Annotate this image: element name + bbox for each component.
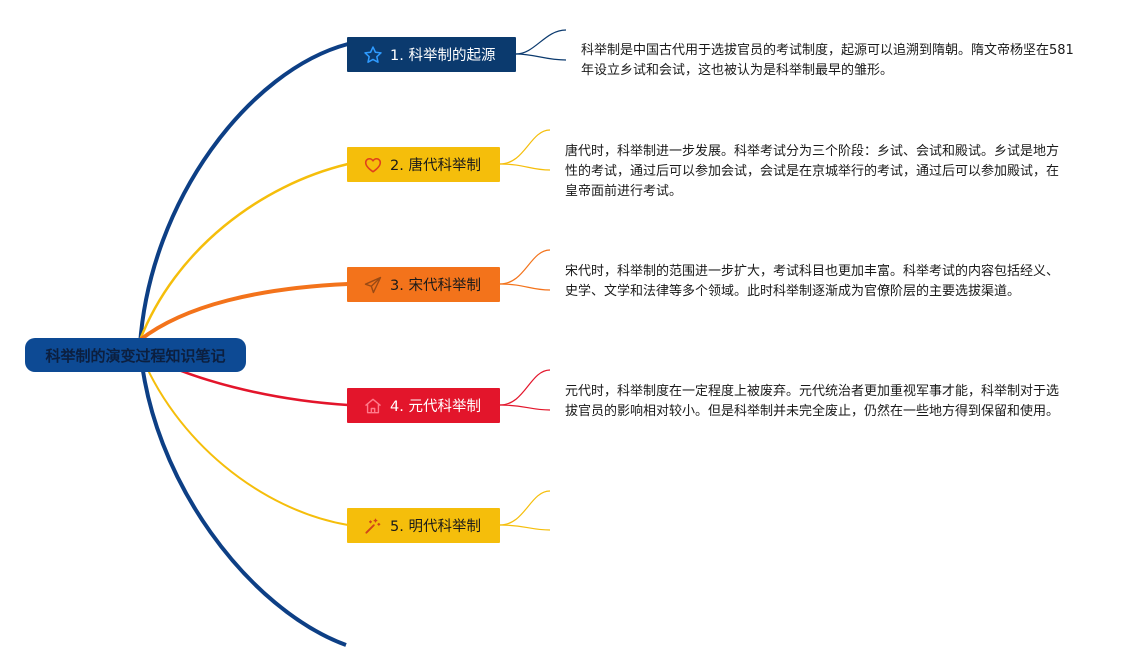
note-branch-3[interactable]: 宋代时，科举制的范围进一步扩大，考试科目也更加丰富。科举考试的内容包括经义、史学… bbox=[565, 264, 1060, 299]
paper-plane-icon bbox=[363, 275, 383, 295]
branch-topic-2[interactable]: 2. 唐代科举制 bbox=[347, 147, 500, 182]
branch-topic-1-label: 1. 科举制的起源 bbox=[390, 48, 496, 64]
connector-branch-2 bbox=[138, 162, 349, 341]
note-branch-1[interactable]: 科举制是中国古代用于选拔官员的考试制度，起源可以追溯到隋朝。隋文帝杨坚在581年… bbox=[581, 43, 1074, 78]
branch-topic-2-label: 2. 唐代科举制 bbox=[390, 158, 481, 174]
branch-topic-5-label: 5. 明代科举制 bbox=[390, 519, 481, 535]
note-bracket-5 bbox=[499, 490, 551, 531]
branch-topic-4[interactable]: 4. 元代科举制 bbox=[347, 388, 500, 423]
root-topic[interactable]: 科举制的演变过程知识笔记 bbox=[25, 338, 246, 372]
note-bracket-2 bbox=[499, 129, 551, 171]
branch-topic-3[interactable]: 3. 宋代科举制 bbox=[347, 267, 500, 302]
branch-topic-4-label: 4. 元代科举制 bbox=[390, 399, 481, 415]
connector-branch-3 bbox=[138, 282, 349, 342]
branch-topic-3-label: 3. 宋代科举制 bbox=[390, 278, 481, 294]
root-topic-label: 科举制的演变过程知识笔记 bbox=[45, 346, 226, 365]
star-icon bbox=[363, 45, 383, 65]
note-branch-4[interactable]: 元代时，科举制度在一定程度上被废弃。元代统治者更加重视军事才能，科举制对于选拔官… bbox=[565, 384, 1060, 419]
magic-wand-icon bbox=[363, 516, 383, 536]
branch-topic-5[interactable]: 5. 明代科举制 bbox=[347, 508, 500, 543]
note-bracket-3 bbox=[499, 249, 551, 291]
connector-branch-5 bbox=[139, 351, 349, 526]
note-bracket-4 bbox=[499, 369, 551, 411]
branch-topic-1[interactable]: 1. 科举制的起源 bbox=[347, 37, 516, 72]
note-bracket-1 bbox=[515, 29, 567, 61]
note-branch-2[interactable]: 唐代时，科举制进一步发展。科举考试分为三个阶段：乡试、会试和殿试。乡试是地方性的… bbox=[565, 144, 1060, 199]
heart-icon bbox=[363, 155, 383, 175]
home-icon bbox=[363, 396, 383, 416]
